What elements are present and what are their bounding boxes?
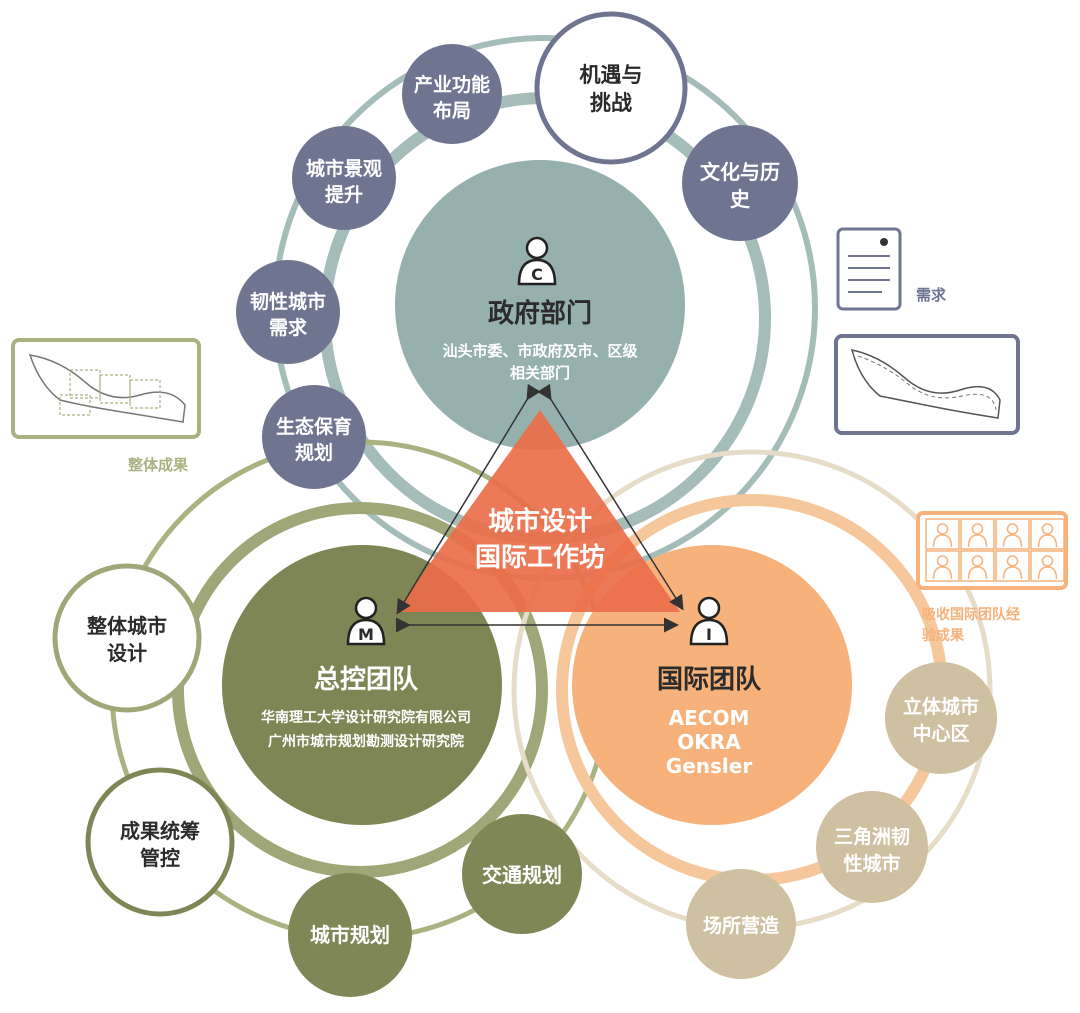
master-satellite-overall-design-line2: 设计: [107, 641, 147, 665]
video-cell: [925, 518, 960, 550]
gov-satellite-ecology-line1: 生态保育: [276, 415, 352, 438]
gov-satellite-ecology: 生态保育 规划: [262, 385, 366, 489]
arrow-gov-master: [396, 383, 541, 615]
gov-satellite-resilience-line2: 需求: [269, 316, 308, 339]
intl-satellite-placemaking-line1: 场所营造: [703, 914, 780, 937]
video-cell: [995, 518, 1030, 550]
gov-satellite-landscape: 城市景观 提升: [292, 126, 396, 230]
intl-member-3: Gensler: [666, 754, 753, 778]
government-sub-line2: 相关部门: [510, 364, 570, 382]
gov-satellite-resilience-line1: 韧性城市: [250, 290, 326, 313]
master-satellite-coordination-line1: 成果统筹: [120, 819, 200, 843]
intl-member-1: AECOM: [669, 706, 750, 730]
master-title: 总控团队: [314, 665, 419, 695]
video-cell: [925, 550, 960, 582]
intl-satellite-placemaking: 场所营造: [686, 869, 796, 979]
site-map-green: [11, 338, 201, 439]
video-cell: [960, 518, 995, 550]
video-cells: [925, 518, 1065, 582]
intl-satellite-3d-city-line1: 立体城市: [903, 695, 979, 718]
intl-person-icon: I: [689, 596, 729, 646]
master-sub-line1: 华南理工大学设计研究院有限公司: [261, 709, 471, 726]
document-icon: [836, 227, 902, 311]
intl-satellite-delta: 三角洲韧 性城市: [816, 791, 928, 903]
master-satellite-overall-design-line1: 整体城市: [86, 614, 167, 638]
master-satellite-transport-line1: 交通规划: [482, 863, 562, 887]
government-sub-line1: 汕头市委、市政府及市、区级: [442, 342, 638, 360]
master-badge: M: [358, 625, 374, 644]
video-cell: [995, 550, 1030, 582]
gov-satellite-industry-line2: 布局: [433, 99, 471, 122]
arrow-gov-intl: [537, 383, 684, 611]
intl-core: [572, 545, 852, 825]
gov-satellite-landscape-line1: 城市景观: [306, 157, 382, 180]
master-satellite-overall-design: 整体城市 设计: [52, 563, 202, 713]
gov-satellite-culture: 文化与历 史: [682, 125, 798, 241]
gov-satellite-opportunity-line2: 挑战: [590, 91, 632, 115]
master-person-icon: M: [346, 596, 386, 646]
demand-label: 需求: [916, 286, 947, 304]
government-core: [395, 160, 685, 450]
gov-satellite-ecology-line2: 规划: [295, 441, 333, 464]
absorb-label-line1: 吸收国际团队经: [922, 606, 1020, 623]
gov-satellite-industry-line1: 产业功能: [414, 73, 490, 96]
gov-satellite-culture-line2: 史: [730, 187, 751, 211]
intl-satellite-delta-line1: 三角洲韧: [834, 825, 910, 848]
center-title-line2: 国际工作坊: [475, 542, 605, 573]
master-satellite-urban-planning: 城市规划: [288, 873, 412, 997]
master-sub-line2: 广州市城市规划勘测设计研究院: [268, 733, 464, 750]
intl-satellite-3d-city-line2: 中心区: [912, 722, 969, 745]
gov-satellite-industry: 产业功能 布局: [402, 44, 502, 144]
gov-satellite-culture-line1: 文化与历: [700, 160, 780, 184]
center-title-line1: 城市设计: [488, 506, 592, 537]
government-person-icon: C: [517, 236, 557, 286]
intl-badge: I: [706, 625, 712, 644]
site-map-blue: [834, 334, 1020, 435]
master-satellite-transport: 交通规划: [462, 814, 582, 934]
master-core: [222, 545, 502, 825]
government-badge: C: [531, 265, 543, 284]
intl-satellite-3d-city: 立体城市 中心区: [885, 662, 997, 774]
video-cell: [960, 550, 995, 582]
intl-title: 国际团队: [657, 665, 762, 695]
gov-satellite-opportunity: 机遇与 挑战: [534, 11, 688, 165]
video-cell: [1030, 518, 1065, 550]
master-satellite-coordination: 成果统筹 管控: [85, 767, 235, 917]
government-title: 政府部门: [488, 298, 592, 329]
master-satellite-urban-planning-line1: 城市规划: [310, 923, 390, 947]
absorb-label-line2: 验成果: [922, 627, 965, 644]
gov-satellite-landscape-line2: 提升: [325, 183, 363, 206]
gov-satellite-opportunity-line1: 机遇与: [580, 63, 643, 87]
master-satellite-coordination-line2: 管控: [140, 846, 180, 870]
video-cell: [1030, 550, 1065, 582]
overall-result-label: 整体成果: [128, 456, 189, 474]
intl-satellite-delta-line2: 性城市: [843, 852, 900, 875]
intl-member-2: OKRA: [677, 730, 741, 754]
gov-satellite-resilience: 韧性城市 需求: [236, 260, 340, 364]
